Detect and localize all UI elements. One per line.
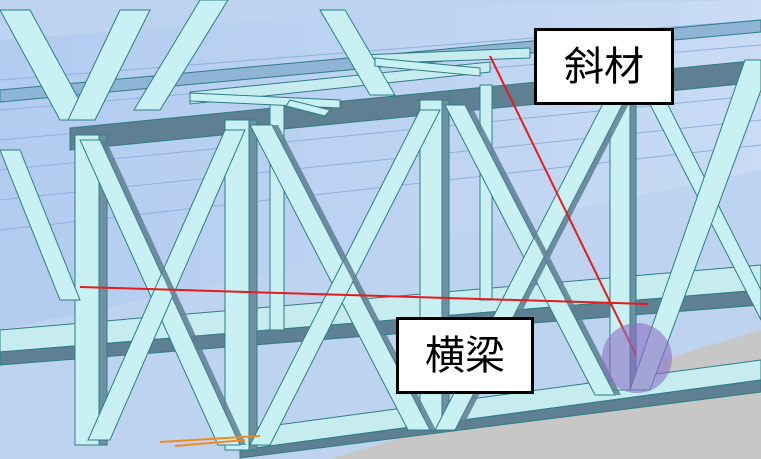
diagonal-member-label: 斜材 xyxy=(534,28,674,105)
cross-beam-text: 横梁 xyxy=(425,332,505,379)
diagonal-member-text: 斜材 xyxy=(564,43,644,90)
cross-beam-label: 横梁 xyxy=(396,317,534,394)
diagonal-bracing xyxy=(0,0,761,446)
annotation-lines xyxy=(79,55,649,356)
support-marker xyxy=(159,435,261,447)
cross-beam-leader xyxy=(79,286,649,305)
highlight-marker xyxy=(602,323,672,393)
diagonal-member-leader xyxy=(489,55,637,356)
lateral-bracing-plates xyxy=(189,57,481,117)
